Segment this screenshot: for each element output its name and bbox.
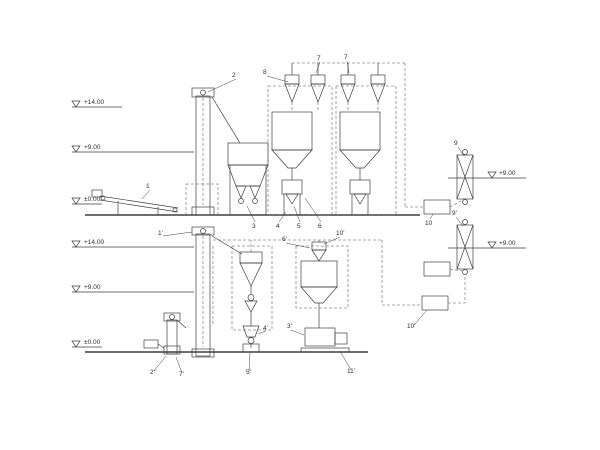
elevation-label: ±0.00 bbox=[84, 196, 101, 203]
surge-bin bbox=[300, 241, 338, 328]
dust-collectors bbox=[421, 199, 451, 311]
elevation-label: ±0.00 bbox=[84, 339, 101, 346]
label-equipment-4: 4 bbox=[276, 223, 280, 230]
bucket-elevator-main bbox=[191, 87, 241, 216]
label-cyclone-7b: 7 bbox=[344, 54, 348, 61]
label-collector-10: 10 bbox=[425, 220, 433, 227]
elevation-markers-right: +9.00 +9.00 bbox=[448, 170, 526, 249]
inclined-conveyor bbox=[91, 189, 179, 215]
label-mill-11p: 11' bbox=[347, 368, 355, 375]
small-elevator bbox=[143, 312, 187, 355]
elevation-markers-left: +14.00 +9.00 ±0.00 +14.00 +9.00 ±0.00 bbox=[71, 99, 194, 348]
label-cyclone-6p: 6' bbox=[282, 236, 287, 243]
label-cyclone-7a: 7 bbox=[317, 55, 321, 62]
label-fan-9p: 9' bbox=[452, 210, 457, 217]
label-equipment-7p: 7' bbox=[179, 371, 184, 378]
packer-a bbox=[281, 179, 303, 215]
label-equipment-6: 6 bbox=[318, 223, 322, 230]
label-cyclone-10pb: 10' bbox=[336, 230, 344, 237]
fan-9-prime bbox=[456, 219, 474, 275]
label-elevator: 2 bbox=[232, 72, 236, 79]
label-equipment-8: 8 bbox=[263, 69, 267, 76]
aspiration-enclosures-top bbox=[267, 85, 397, 216]
packer-b bbox=[349, 179, 371, 215]
elevation-label: +9.00 bbox=[499, 170, 516, 177]
label-fan-9: 9 bbox=[454, 140, 458, 147]
cyclone-stack bbox=[239, 251, 263, 353]
label-airlock-4p: 4' bbox=[263, 325, 268, 332]
label-machine-3p: 3' bbox=[287, 323, 292, 330]
elevation-label: +9.00 bbox=[499, 240, 516, 247]
label-bin-5p: 5' bbox=[246, 369, 251, 376]
mill-machine bbox=[300, 327, 350, 353]
label-equipment-2p: 2' bbox=[150, 369, 155, 376]
label-collector-10p: 10' bbox=[407, 323, 415, 330]
duct-network bbox=[212, 62, 466, 331]
label-conveyor: 1 bbox=[146, 183, 150, 190]
bucket-elevator-secondary bbox=[191, 226, 243, 358]
fan-9 bbox=[456, 149, 474, 205]
label-sieve: 3 bbox=[252, 223, 256, 230]
elevation-label: +9.00 bbox=[84, 284, 101, 291]
callout-labels: 1 2 3 4 5 6 7 7 8 9 9' 10 10' 1' 2' 7' 3 bbox=[141, 54, 465, 378]
label-elevator-1p: 1' bbox=[158, 230, 163, 237]
elevation-label: +14.00 bbox=[84, 99, 104, 106]
bin-a bbox=[271, 111, 313, 180]
elevation-label: +14.00 bbox=[84, 239, 104, 246]
bin-b bbox=[339, 111, 381, 180]
elevation-label: +9.00 bbox=[84, 144, 101, 151]
label-equipment-5: 5 bbox=[297, 223, 301, 230]
cyclone-row bbox=[284, 63, 386, 112]
sieve-cleaner bbox=[185, 142, 269, 216]
